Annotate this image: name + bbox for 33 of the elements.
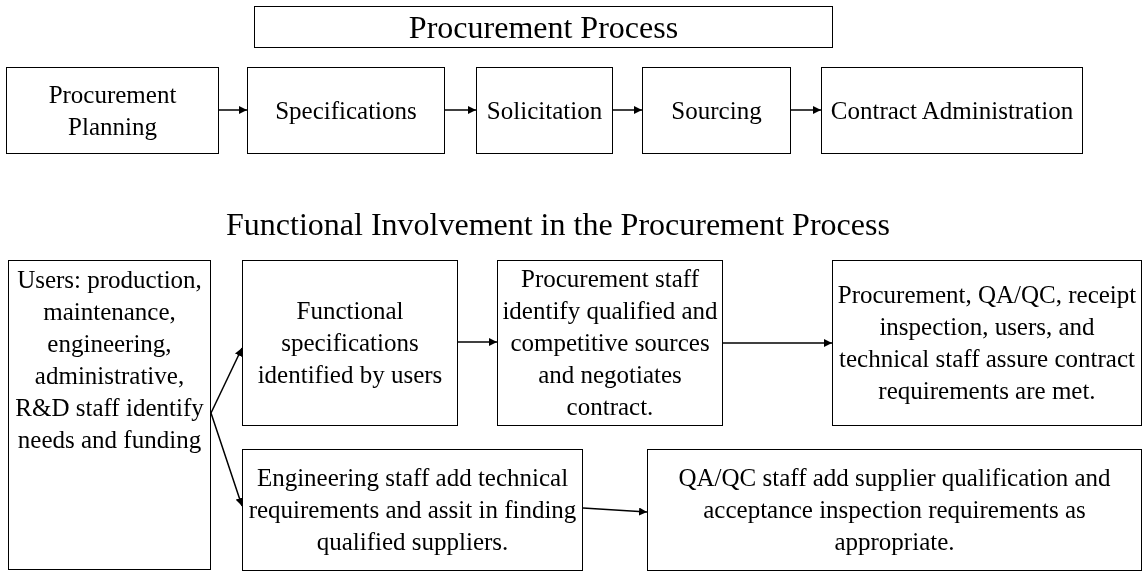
- section-heading: Functional Involvement in the Procurement Process: [226, 206, 890, 243]
- box-text: Users: production, maintenance, engineering, administrative, R&D staff identify needs and funding: [14, 265, 205, 455]
- box-text: Sourcing: [671, 95, 762, 126]
- arrow: [444, 106, 477, 114]
- process-box: [642, 67, 791, 154]
- box-text: Contract Administration: [830, 95, 1074, 126]
- box-text: Specifications: [275, 95, 417, 126]
- arrow: [218, 106, 248, 114]
- process-box: [247, 67, 445, 154]
- process-box: [242, 449, 583, 571]
- process-box: [476, 67, 613, 154]
- arrow: [457, 338, 498, 346]
- process-box: [647, 449, 1142, 571]
- title-box: [254, 6, 833, 48]
- box-text: QA/QC staff add supplier qualification and acceptance inspection requirements as appropriate.: [677, 463, 1112, 557]
- process-box: [6, 67, 219, 154]
- arrow: [612, 106, 643, 114]
- box-text: Procurement Planning: [47, 79, 178, 142]
- arrow: [210, 347, 243, 414]
- process-box: [832, 260, 1142, 426]
- arrow: [582, 507, 648, 516]
- arrow: [210, 412, 244, 507]
- process-box: [821, 67, 1083, 154]
- box-text: Procurement staff identify qualified and competitive sources and negotiates contract.: [501, 264, 719, 422]
- box-text: Functional specifications identified by users: [256, 296, 444, 390]
- arrow: [722, 339, 833, 347]
- process-box: [242, 260, 458, 426]
- box-text: Engineering staff add technical requirements and assit in finding qualified suppliers.: [247, 463, 578, 557]
- box-text: Procurement, QA/QC, receipt inspection, users, and technical staff assure contract requirements are met.: [836, 280, 1138, 406]
- box-text: Procurement Process: [408, 11, 679, 43]
- process-box: [8, 260, 211, 570]
- box-text: Solicitation: [486, 95, 603, 126]
- arrow: [790, 106, 822, 114]
